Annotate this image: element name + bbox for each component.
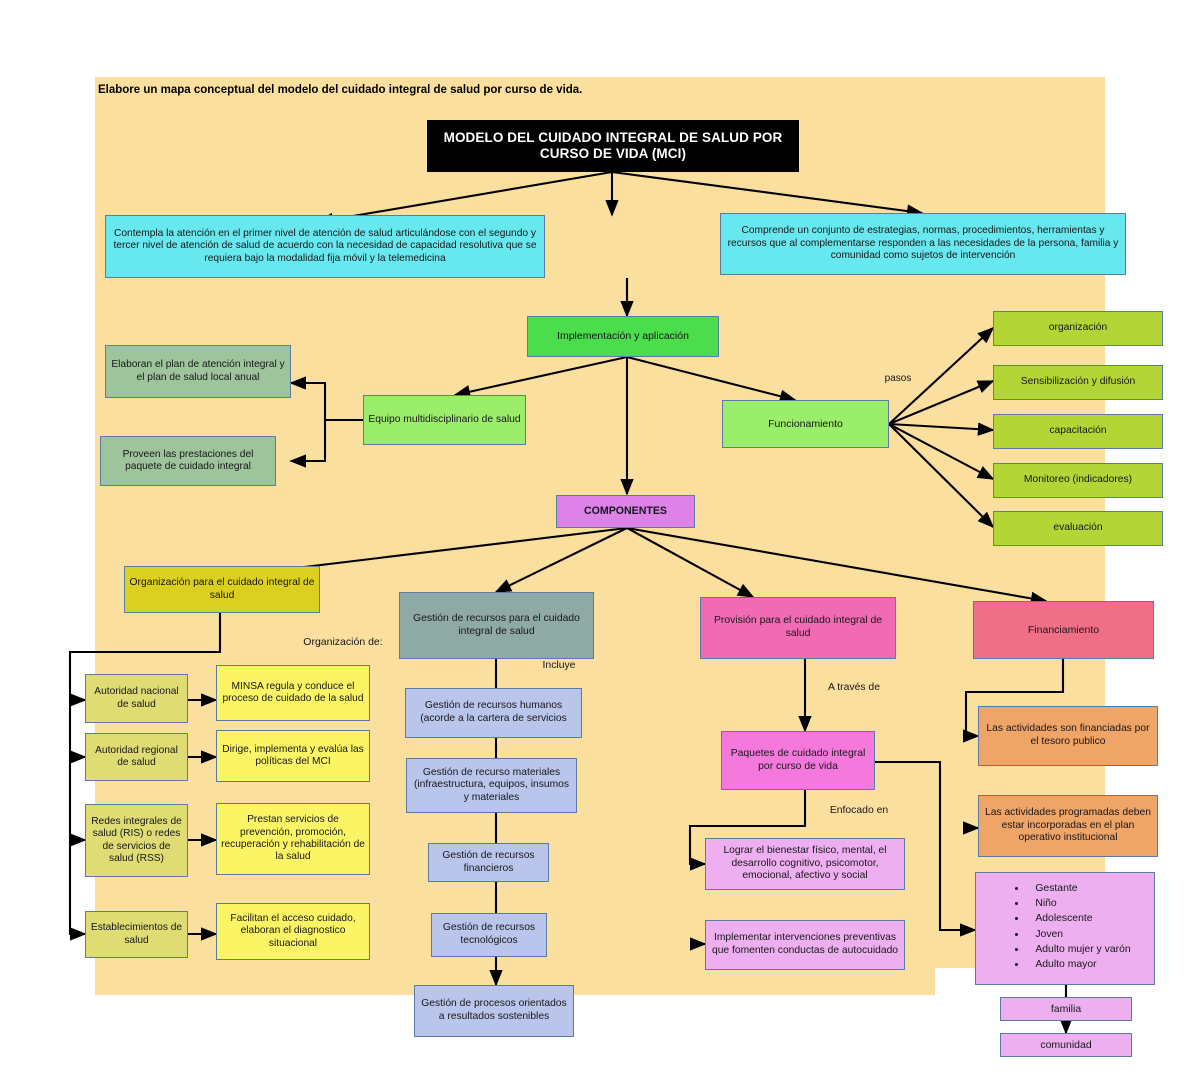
bullet-gestante: Gestante [1027, 883, 1130, 896]
node-equipo-multidisciplinario[interactable]: Equipo multidisciplinario de salud [363, 395, 526, 445]
node-prestan-servicios-label: Prestan servicios de prevención, promoci… [221, 814, 365, 863]
node-autoridad-regional[interactable]: Autoridad regional de salud [85, 733, 188, 781]
node-facilitan-acceso-label: Facilitan el acceso cuidado, elaboran el… [230, 912, 356, 949]
node-paso-evaluacion-label: evaluación [1053, 522, 1103, 534]
node-elaboran-label: Elaboran el plan de atención integral y … [111, 359, 285, 383]
node-facilitan-acceso-detail[interactable]: Facilitan el acceso cuidado, elaboran el… [216, 903, 370, 960]
node-componentes-label: COMPONENTES [584, 505, 667, 518]
node-dirige-detail-label: Dirige, implementa y evalúa las política… [222, 743, 364, 767]
bullet-nino: Niño [1027, 898, 1130, 911]
prompt-text: Elabore un mapa conceptual del modelo de… [98, 84, 583, 96]
node-gestion-financieros[interactable]: Gestión de recursos financieros [428, 843, 549, 882]
node-curso-vida-list[interactable]: Gestante Niño Adolescente Joven Adulto m… [975, 872, 1155, 985]
bullet-joven: Joven [1027, 929, 1130, 942]
node-gestion-rrhh[interactable]: Gestión de recursos humanos (acorde a la… [405, 688, 582, 738]
node-establecimientos-salud[interactable]: Establecimientos de salud [85, 911, 188, 958]
node-lograr-bienestar-label: Lograr el bienestar físico, mental, el d… [723, 845, 887, 882]
node-minsa-detail[interactable]: MINSA regula y conduce el proceso de cui… [216, 665, 370, 721]
node-organizacion-cuidado[interactable]: Organización para el cuidado integral de… [124, 566, 320, 613]
node-implementar-intervenciones-label: Implementar intervenciones preventivas q… [711, 932, 899, 956]
bullet-adolescente: Adolescente [1027, 913, 1130, 926]
node-gestion-procesos[interactable]: Gestión de procesos orientados a resulta… [414, 985, 574, 1037]
node-organizacion-cuidado-label: Organización para el cuidado integral de… [129, 576, 315, 601]
node-comunidad[interactable]: comunidad [1000, 1033, 1132, 1057]
node-tesoro-publico-label: Las actividades son financiadas por el t… [986, 723, 1150, 747]
node-lograr-bienestar[interactable]: Lograr el bienestar físico, mental, el d… [705, 838, 905, 890]
edge-label-a-traves-de: A través de [828, 682, 880, 693]
node-comprende-label: Comprende un conjunto de estrategias, no… [727, 225, 1119, 262]
node-autoridad-regional-label: Autoridad regional de salud [95, 744, 178, 768]
node-elaboran-plan[interactable]: Elaboran el plan de atención integral y … [105, 345, 291, 398]
node-paso-evaluacion[interactable]: evaluación [993, 511, 1163, 546]
node-implementar-intervenciones[interactable]: Implementar intervenciones preventivas q… [705, 920, 905, 970]
node-gestion-rrhh-label: Gestión de recursos humanos (acorde a la… [420, 700, 567, 724]
node-financiamiento-label: Financiamiento [1027, 623, 1100, 636]
edge-label-incluye: Incluye [542, 660, 576, 671]
node-paquetes-label: Paquetes de cuidado integral por curso d… [730, 747, 866, 772]
edge-label-enfocado-en: Enfocado en [829, 805, 889, 816]
node-paso-capacitacion-label: capacitación [1049, 425, 1107, 437]
node-tesoro-publico[interactable]: Las actividades son financiadas por el t… [978, 706, 1158, 766]
node-provision-label: Provisión para el cuidado integral de sa… [713, 615, 883, 639]
node-familia-label: familia [1050, 1002, 1082, 1015]
node-autoridad-nacional-label: Autoridad nacional de salud [94, 686, 179, 710]
node-minsa-detail-label: MINSA regula y conduce el proceso de cui… [222, 680, 364, 704]
node-gestion-recursos[interactable]: Gestión de recursos para el cuidado inte… [399, 592, 594, 659]
node-contempla[interactable]: Contempla la atención en el primer nivel… [105, 215, 545, 278]
edge-label-pasos: pasos [884, 373, 912, 384]
node-paso-capacitacion[interactable]: capacitación [993, 414, 1163, 449]
node-paso-monitoreo[interactable]: Monitoreo (indicadores) [993, 463, 1163, 498]
node-gestion-tecnologicos[interactable]: Gestión de recursos tecnológicos [431, 913, 547, 957]
node-title[interactable]: MODELO DEL CUIDADO INTEGRAL DE SALUD POR… [427, 120, 799, 172]
node-title-label: MODELO DEL CUIDADO INTEGRAL DE SALUD POR… [443, 129, 783, 161]
node-familia[interactable]: familia [1000, 997, 1132, 1021]
node-establecimientos-label: Establecimientos de salud [90, 922, 183, 946]
node-provision-cuidado[interactable]: Provisión para el cuidado integral de sa… [700, 597, 896, 659]
node-equipo-label: Equipo multidisciplinario de salud [368, 413, 521, 425]
node-prestan-servicios-detail[interactable]: Prestan servicios de prevención, promoci… [216, 803, 370, 875]
edge-label-organizacion-de: Organización de: [303, 636, 383, 648]
node-paso-sensibilizacion-label: Sensibilización y difusión [1020, 376, 1136, 388]
node-plan-operativo-label: Las actividades programadas deben estar … [984, 807, 1151, 844]
node-paso-monitoreo-label: Monitoreo (indicadores) [1023, 474, 1133, 486]
node-funcionamiento[interactable]: Funcionamiento [722, 400, 889, 448]
node-comunidad-label: comunidad [1040, 1038, 1092, 1051]
node-autoridad-nacional[interactable]: Autoridad nacional de salud [85, 674, 188, 723]
node-proveen-label: Proveen las prestaciones del paquete de … [122, 448, 254, 472]
node-implementacion-label: Implementación y aplicación [557, 330, 689, 343]
node-gestion-materiales[interactable]: Gestión de recurso materiales (infraestr… [406, 758, 577, 813]
node-componentes[interactable]: COMPONENTES [556, 495, 695, 528]
node-dirige-detail[interactable]: Dirige, implementa y evalúa las política… [216, 730, 370, 782]
curso-vida-bullets: Gestante Niño Adolescente Joven Adulto m… [991, 877, 1138, 980]
node-paso-sensibilizacion[interactable]: Sensibilización y difusión [993, 365, 1163, 400]
bullet-adulto-mayor: Adulto mayor [1027, 959, 1130, 972]
node-plan-operativo[interactable]: Las actividades programadas deben estar … [978, 795, 1158, 857]
node-implementacion[interactable]: Implementación y aplicación [527, 316, 719, 357]
node-gestion-recursos-label: Gestión de recursos para el cuidado inte… [413, 612, 580, 637]
node-paso-organizacion-label: organización [1048, 322, 1108, 334]
node-gestion-materiales-label: Gestión de recurso materiales (infraestr… [413, 766, 570, 803]
bullet-adulto-mujer-varon: Adulto mujer y varón [1027, 944, 1130, 957]
node-gestion-tecnologicos-label: Gestión de recursos tecnológicos [442, 922, 536, 946]
node-paquetes-cuidado[interactable]: Paquetes de cuidado integral por curso d… [721, 731, 875, 790]
node-funcionamiento-label: Funcionamiento [768, 417, 843, 430]
node-paso-organizacion[interactable]: organización [993, 311, 1163, 346]
node-redes-integrales-label: Redes integrales de salud (RIS) o redes … [91, 815, 182, 864]
node-contempla-label: Contempla la atención en el primer nivel… [113, 227, 537, 264]
node-proveen-prestaciones[interactable]: Proveen las prestaciones del paquete de … [100, 436, 276, 486]
node-gestion-procesos-label: Gestión de procesos orientados a resulta… [421, 998, 567, 1022]
node-financiamiento[interactable]: Financiamiento [973, 601, 1154, 659]
node-redes-integrales[interactable]: Redes integrales de salud (RIS) o redes … [85, 804, 188, 877]
node-comprende[interactable]: Comprende un conjunto de estrategias, no… [720, 213, 1126, 275]
node-gestion-financieros-label: Gestión de recursos financieros [442, 849, 535, 874]
